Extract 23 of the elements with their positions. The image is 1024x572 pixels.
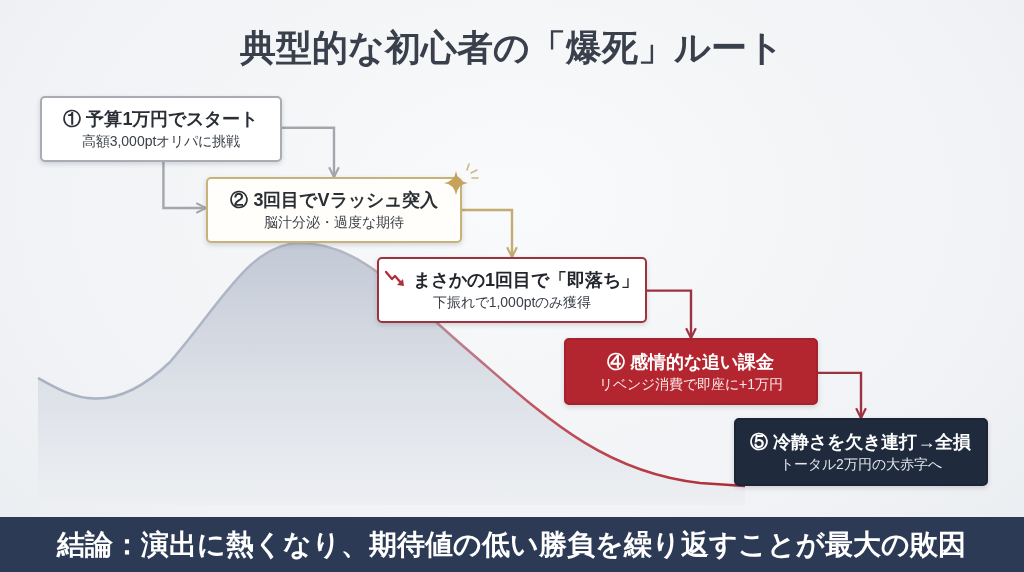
- step-title: ⑤ 冷静さを欠き連打→全損: [750, 431, 972, 454]
- connector-arrow: [162, 162, 208, 214]
- step-box: [377, 257, 647, 323]
- step-description: 高額3,000ptオリパに挑戦: [81, 132, 241, 151]
- step-box: [734, 418, 988, 486]
- step-box: [564, 338, 818, 405]
- conclusion-banner: [0, 517, 1024, 572]
- step-title: ② 3回目でVラッシュ突入: [230, 189, 438, 212]
- step-description: リベンジ消費で即座に+1万円: [599, 374, 783, 394]
- step-title: まさかの1回目で「即落ち」: [413, 269, 639, 292]
- connector-arrow: [462, 208, 518, 259]
- step-title: ① 予算1万円でスタート: [63, 108, 259, 131]
- conclusion-text: 結論：演出に熱くなり、期待値の低い勝負を繰り返すことが最大の敗因: [57, 527, 966, 562]
- step-title: ④ 感情的な追い課金: [607, 350, 775, 374]
- step-box: [40, 96, 282, 162]
- connector-arrow: [818, 371, 867, 420]
- title: 典型的な初心者の「爆死」ルート: [240, 26, 784, 70]
- step-description: トータル2万円の大赤字へ: [780, 455, 942, 474]
- step-description: 脳汁分泌・過度な期待: [264, 213, 404, 232]
- step-description: 下振れで1,000ptのみ獲得: [432, 293, 592, 312]
- connector-arrow: [282, 126, 340, 179]
- connector-arrow: [647, 289, 697, 340]
- step-box: [206, 177, 462, 243]
